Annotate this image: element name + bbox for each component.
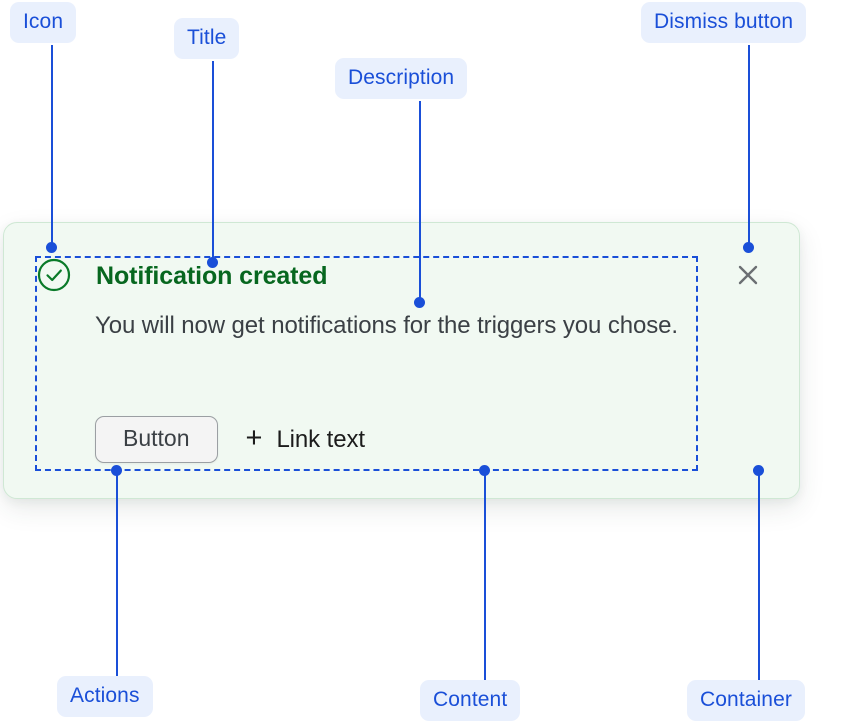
annotation-label-actions: Actions: [57, 676, 153, 717]
plus-icon: +: [245, 422, 263, 454]
annotation-label-container: Container: [687, 680, 805, 721]
leader-line-container: [758, 470, 760, 680]
dismiss-button[interactable]: [731, 258, 765, 292]
annotation-label-dismiss-button: Dismiss button: [641, 2, 807, 43]
leader-dot-container: [753, 465, 764, 476]
leader-line-icon: [51, 45, 53, 250]
leader-line-content: [484, 470, 486, 680]
leader-line-title: [212, 61, 214, 264]
annotation-label-description: Description: [335, 58, 468, 99]
leader-line-actions: [116, 470, 118, 676]
alert-actions: Button + Link text: [95, 416, 365, 463]
leader-line-description: [419, 101, 421, 304]
leader-dot-description: [414, 297, 425, 308]
leader-dot-title: [207, 257, 218, 268]
leader-dot-dismiss: [743, 242, 754, 253]
annotation-label-content: Content: [420, 680, 521, 721]
annotation-label-title: Title: [174, 18, 240, 59]
primary-action-button[interactable]: Button: [95, 416, 218, 463]
alert-description: You will now get notifications for the t…: [95, 312, 678, 339]
leader-dot-actions: [111, 465, 122, 476]
leader-line-dismiss: [748, 45, 750, 250]
leader-dot-icon: [46, 242, 57, 253]
annotation-label-icon: Icon: [10, 2, 77, 43]
check-circle-icon: [37, 258, 71, 292]
add-link-action[interactable]: + Link text: [245, 422, 366, 454]
link-action-label: Link text: [276, 425, 365, 453]
leader-dot-content: [479, 465, 490, 476]
